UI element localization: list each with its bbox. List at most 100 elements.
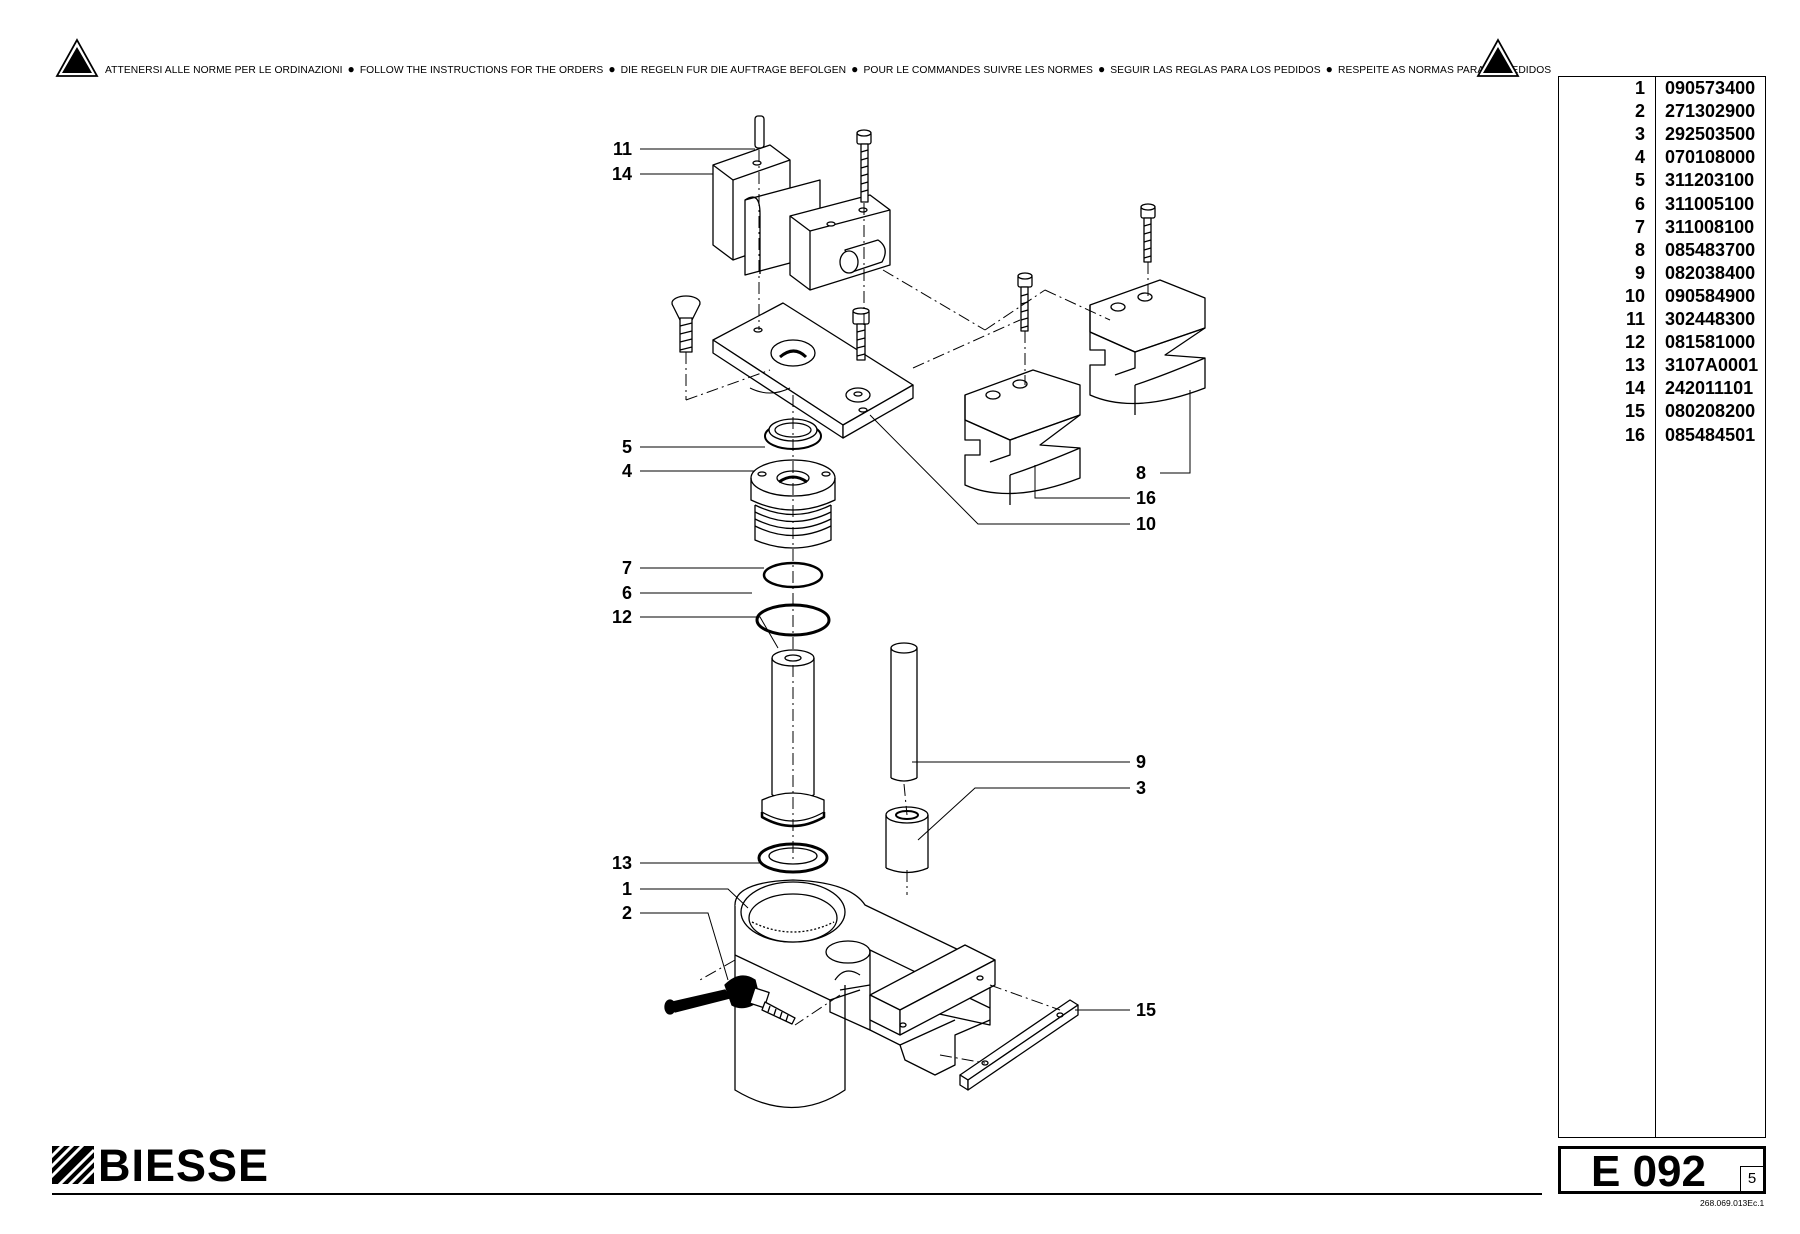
callout-13: 13 <box>611 853 632 873</box>
callout-1: 1 <box>621 879 632 899</box>
part-index: 4 <box>1634 147 1645 168</box>
part-code: 302448300 <box>1665 309 1756 329</box>
callout-3: 3 <box>1136 778 1147 798</box>
part-code: 311008100 <box>1665 216 1755 237</box>
page-code-box: E 092 5 <box>1558 1146 1766 1194</box>
part-index: 14 <box>1624 378 1645 399</box>
callout-5: 5 <box>621 437 632 457</box>
note-it: ATTENERSI ALLE NORME PER LE ORDINAZIONI <box>105 65 343 76</box>
part-code: 080208200 <box>1665 401 1756 422</box>
parts-list-row: 14 242011101 <box>1559 377 1765 400</box>
parts-list-row: 12 081581000 <box>1559 331 1765 354</box>
callout-4: 4 <box>621 461 632 481</box>
part-index: 8 <box>1634 239 1645 260</box>
bullet-icon: ● <box>851 62 859 76</box>
brand-name: BIESSE <box>98 1140 270 1191</box>
callout-2: 2 <box>621 903 632 923</box>
part-block-8 <box>1089 279 1206 415</box>
part-clamp-bar <box>959 999 1079 1091</box>
parts-list-row: 11 302448300 <box>1559 308 1765 331</box>
part-flat-screw <box>671 295 701 353</box>
part-code: 090584900 <box>1665 285 1756 306</box>
order-instructions-header: ATTENERSI ALLE NORME PER LE ORDINAZIONI ●… <box>55 38 1551 82</box>
part-code: 090573400 <box>1665 78 1756 98</box>
callout-11: 11 <box>612 139 632 159</box>
callout-12: 12 <box>611 607 632 627</box>
callout-15: 15 <box>1136 1000 1157 1020</box>
part-index: 1 <box>1634 78 1645 98</box>
parts-list-row: 4 070108000 <box>1559 146 1765 169</box>
part-base-plate <box>712 302 914 439</box>
part-index: 15 <box>1624 401 1645 422</box>
bullet-icon: ● <box>1325 62 1333 76</box>
part-block-16 <box>964 369 1081 505</box>
part-index: 3 <box>1634 124 1645 145</box>
parts-list-row: 1 090573400 <box>1559 77 1765 100</box>
part-code: 070108000 <box>1665 147 1756 168</box>
sheet-number: 5 <box>1740 1166 1763 1191</box>
part-code: 311203100 <box>1665 170 1755 191</box>
part-cap-screw-plate <box>852 307 870 361</box>
part-guide-rod <box>890 642 918 782</box>
callout-leader-lines <box>640 148 1191 1011</box>
parts-list-row: 13 3107A0001 <box>1559 354 1765 377</box>
part-pin <box>754 115 765 149</box>
note-en: FOLLOW THE INSTRUCTIONS FOR THE ORDERS <box>359 65 604 76</box>
bullet-icon: ● <box>1097 62 1106 76</box>
part-code: 292503500 <box>1665 124 1756 145</box>
part-index: 12 <box>1624 332 1645 353</box>
part-code: 085483700 <box>1665 239 1756 260</box>
part-main-body <box>734 879 996 1109</box>
bullet-icon: ● <box>608 62 616 76</box>
part-cap-screw-block-8 <box>1140 203 1156 263</box>
callout-8: 8 <box>1136 463 1147 483</box>
parts-list-row: 15 080208200 <box>1559 400 1765 423</box>
parts-list-row: 8 085483700 <box>1559 239 1765 262</box>
part-code: 081581000 <box>1665 332 1756 353</box>
parts-list-row: 2 271302900 <box>1559 100 1765 123</box>
part-cap-screw-block-16 <box>1017 272 1033 332</box>
part-index: 6 <box>1634 193 1645 214</box>
part-code: 311005100 <box>1665 193 1755 214</box>
parts-list-row: 10 090584900 <box>1559 285 1765 308</box>
note-de: DIE REGELN FUR DIE AUFTRAGE BEFOLGEN <box>620 65 847 76</box>
part-code: 271302900 <box>1665 101 1756 122</box>
callout-9: 9 <box>1136 752 1147 772</box>
part-index: 10 <box>1624 285 1645 306</box>
part-index: 11 <box>1625 309 1645 329</box>
note-pt: RESPEITE AS NORMAS PARA OS PEDIDOS <box>1337 65 1552 76</box>
part-code: 3107A0001 <box>1665 355 1759 376</box>
part-code: 242011101 <box>1665 378 1754 399</box>
note-es: SEGUIR LAS REGLAS PARA LOS PEDIDOS <box>1110 65 1321 76</box>
assembly-axis-lines <box>685 150 1149 1064</box>
bullet-icon: ● <box>347 62 355 76</box>
part-index: 13 <box>1624 355 1645 376</box>
part-index: 7 <box>1634 216 1645 237</box>
parts-list-row: 6 311005100 <box>1559 193 1765 216</box>
part-code: 085484501 <box>1665 424 1756 445</box>
note-fr: POUR LE COMMANDES SUIVRE LES NORMES <box>863 65 1093 76</box>
order-instructions-text: ATTENERSI ALLE NORME PER LE ORDINAZIONI ●… <box>105 62 1551 76</box>
part-clamp-lever <box>664 975 796 1025</box>
warning-triangle-icon <box>55 38 99 77</box>
document-reference: 268.069.013Ec.1 <box>1700 1198 1765 1208</box>
part-bushing <box>885 806 929 874</box>
part-cylinder-block <box>712 144 891 291</box>
part-index: 9 <box>1634 262 1645 283</box>
footer-rule <box>52 1193 1542 1195</box>
parts-list-row: 7 311008100 <box>1559 216 1765 239</box>
part-index: 5 <box>1634 170 1645 191</box>
parts-list-row: 3 292503500 <box>1559 123 1765 146</box>
callout-14: 14 <box>611 164 632 184</box>
callout-6: 6 <box>621 583 632 603</box>
parts-list-row: 5 311203100 <box>1559 169 1765 192</box>
callout-16: 16 <box>1136 488 1157 508</box>
page-code: E 092 <box>1591 1147 1706 1196</box>
warning-triangle-icon <box>1476 38 1520 77</box>
part-index: 2 <box>1634 101 1645 122</box>
callout-10: 10 <box>1136 514 1157 534</box>
biesse-stripes-icon <box>46 1140 100 1190</box>
